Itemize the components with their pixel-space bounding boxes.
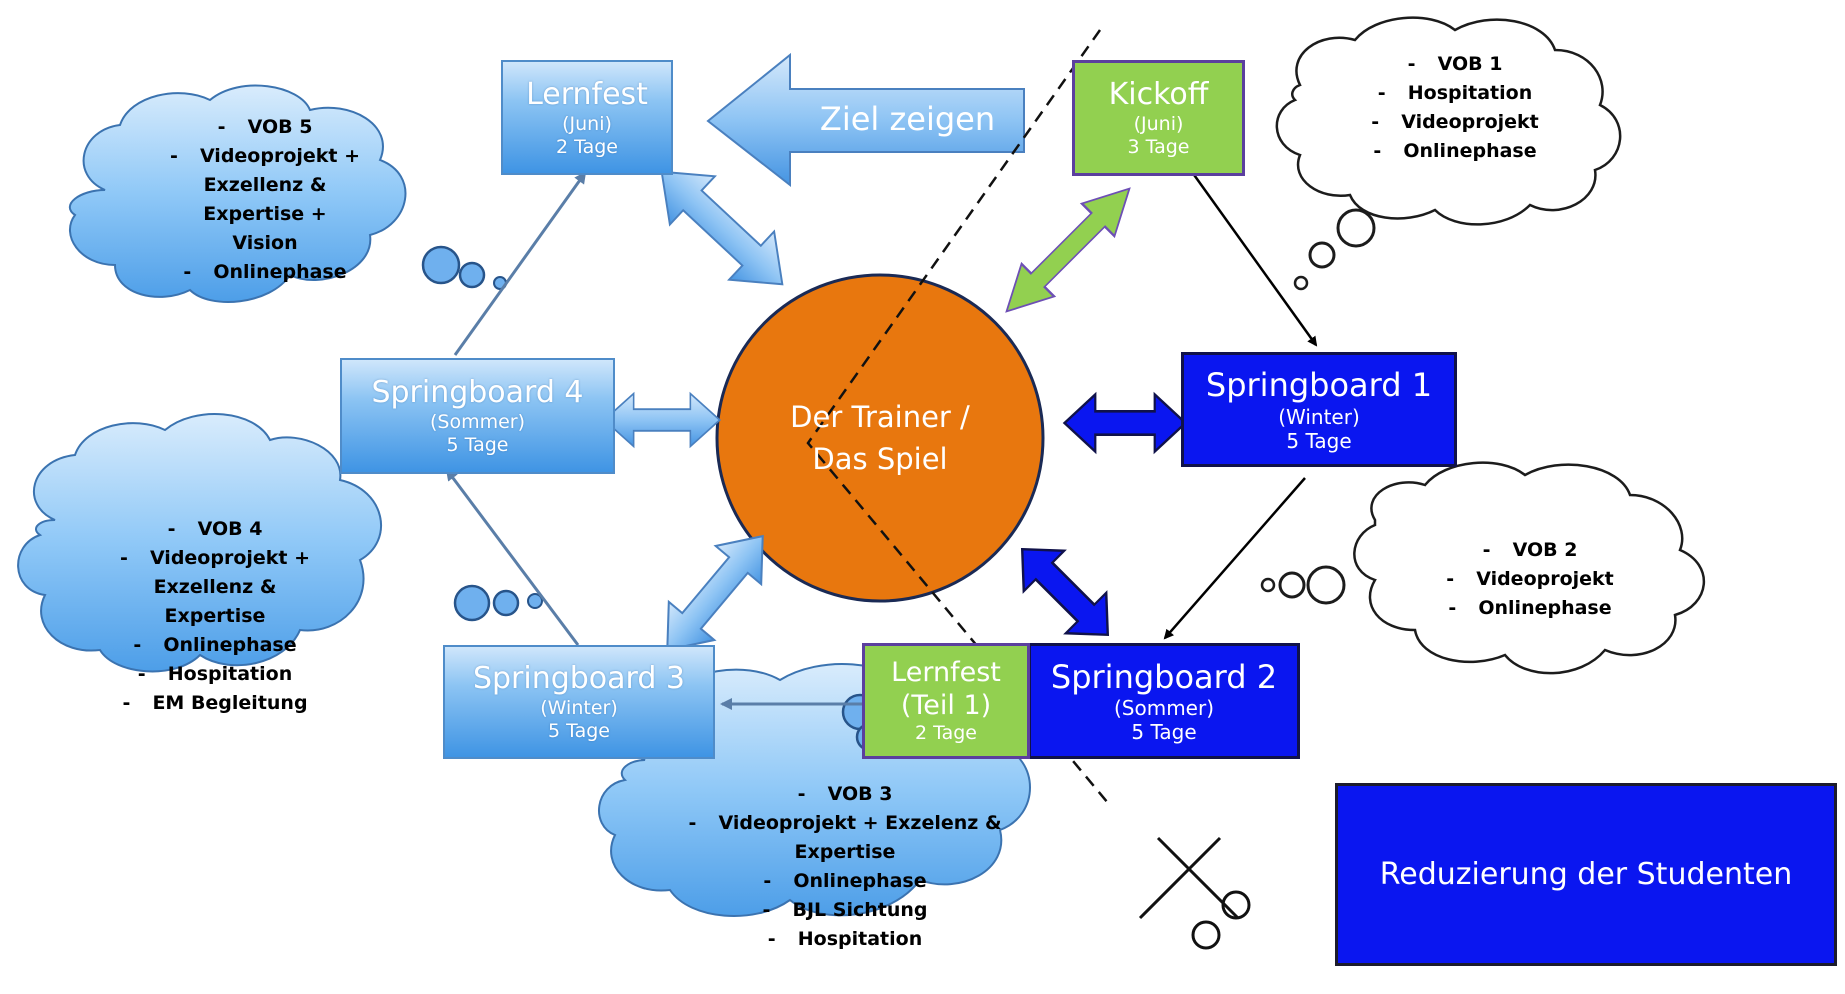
double-arrow-springboard4 xyxy=(602,391,722,449)
node-kickoff-season: (Juni) xyxy=(1133,113,1184,136)
node-springboard-1-title: Springboard 1 xyxy=(1205,366,1433,405)
vob1-item: VOB 1 xyxy=(1437,53,1503,75)
arrow-sb1-to-sb2 xyxy=(1163,477,1306,640)
node-lernfest: Lernfest (Juni) 2 Tage xyxy=(501,60,673,175)
cloud-vob1-text: -VOB 1 -Hospitation -Videoprojekt -Onlin… xyxy=(1330,50,1580,166)
node-lernfest-teil-1-title: Lernfest xyxy=(891,657,1001,689)
node-kickoff: Kickoff (Juni) 3 Tage xyxy=(1072,60,1245,176)
vob2-item: Onlinephase xyxy=(1478,597,1612,619)
node-lernfest-teil-1: Lernfest (Teil 1) 2 Tage xyxy=(862,643,1030,759)
node-lernfest-teil-1-part: (Teil 1) xyxy=(900,689,992,721)
center-label: Der Trainer / Das Spiel xyxy=(760,396,1000,480)
double-arrow-springboard1 xyxy=(1062,391,1188,455)
node-springboard-1-season: (Winter) xyxy=(1278,404,1360,429)
vob4-item: Expertise xyxy=(164,605,266,627)
vob3-item: Hospitation xyxy=(797,928,923,950)
double-arrow-springboard2 xyxy=(1020,547,1110,637)
center-circle xyxy=(715,273,1045,603)
vob4-item: VOB 4 xyxy=(197,518,263,540)
vob3-item: Expertise xyxy=(794,841,896,863)
node-lernfest-title: Lernfest xyxy=(526,76,648,112)
arrow-sb3-to-sb4 xyxy=(445,468,580,646)
vob4-item: Onlinephase xyxy=(163,634,297,656)
node-springboard-4: Springboard 4 (Sommer) 5 Tage xyxy=(340,358,615,474)
vob4-item: Hospitation xyxy=(167,663,293,685)
node-springboard-1-duration: 5 Tage xyxy=(1286,428,1352,453)
vob3-item: BJL Sichtung xyxy=(792,899,928,921)
cloud-vob1 xyxy=(1275,16,1622,291)
vob4-item: Videoprojekt + xyxy=(149,547,311,569)
vob5-item: Expertise + xyxy=(203,203,327,225)
vob4-item: EM Begleitung xyxy=(152,692,308,714)
vob2-item: VOB 2 xyxy=(1512,539,1578,561)
cloud-vob5-text: -VOB 5 -Videoprojekt + Exzellenz & Exper… xyxy=(120,113,410,287)
node-springboard-4-duration: 5 Tage xyxy=(446,434,509,456)
center-label-line1: Der Trainer / xyxy=(790,400,970,434)
node-kickoff-title: Kickoff xyxy=(1108,77,1209,113)
vob1-item: Hospitation xyxy=(1407,82,1533,104)
vob5-item: Videoprojekt + xyxy=(199,145,361,167)
node-springboard-3: Springboard 3 (Winter) 5 Tage xyxy=(443,645,715,759)
vob1-item: Videoprojekt xyxy=(1401,111,1539,133)
vob1-item: Onlinephase xyxy=(1403,140,1537,162)
double-arrow-springboard3 xyxy=(666,534,764,652)
reduction-label: Reduzierung der Studenten xyxy=(1379,857,1793,892)
center-label-line2: Das Spiel xyxy=(812,442,948,476)
node-springboard-4-season: (Sommer) xyxy=(429,411,526,434)
vob5-item: Vision xyxy=(232,232,298,254)
dashed-cut-line xyxy=(806,29,1109,804)
vob3-item: VOB 3 xyxy=(827,783,893,805)
vob2-item: Videoprojekt xyxy=(1476,568,1614,590)
node-springboard-3-duration: 5 Tage xyxy=(548,720,610,742)
node-springboard-1: Springboard 1 (Winter) 5 Tage xyxy=(1181,352,1457,467)
vob5-item: Onlinephase xyxy=(213,261,347,283)
cloud-vob4-text: -VOB 4 -Videoprojekt + Exzellenz & Exper… xyxy=(80,515,350,718)
double-arrow-lernfest xyxy=(660,170,784,286)
cloud-vob2-text: -VOB 2 -Videoprojekt -Onlinephase xyxy=(1405,536,1655,623)
reduction-box: Reduzierung der Studenten xyxy=(1335,783,1837,966)
arrow-kickoff-to-sb1 xyxy=(1190,171,1318,347)
arrow-sb4-to-lernfest xyxy=(453,171,587,356)
node-lernfest-teil-1-duration: 2 Tage xyxy=(915,721,977,744)
node-springboard-2-duration: 5 Tage xyxy=(1131,720,1197,745)
node-springboard-2-title: Springboard 2 xyxy=(1050,657,1278,696)
node-springboard-3-season: (Winter) xyxy=(540,697,618,720)
node-springboard-2-season: (Sommer) xyxy=(1113,696,1215,721)
node-springboard-3-title: Springboard 3 xyxy=(472,661,686,697)
ziel-zeigen-label: Ziel zeigen xyxy=(819,100,996,138)
vob3-item: Videoprojekt + Exzelenz & xyxy=(718,812,1002,834)
cloud-vob5 xyxy=(68,84,507,303)
node-kickoff-duration: 3 Tage xyxy=(1127,136,1190,158)
scissors-icon xyxy=(1138,836,1251,950)
vob4-item: Exzellenz & xyxy=(153,576,277,598)
node-lernfest-season: (Juni) xyxy=(562,112,612,135)
node-springboard-4-title: Springboard 4 xyxy=(371,375,584,411)
vob5-item: Exzellenz & xyxy=(203,174,327,196)
node-springboard-2: Springboard 2 (Sommer) 5 Tage xyxy=(1028,643,1300,759)
vob5-item: VOB 5 xyxy=(247,116,313,138)
cloud-vob3-text: -VOB 3 -Videoprojekt + Exzelenz & Expert… xyxy=(680,780,1010,954)
vob3-item: Onlinephase xyxy=(793,870,927,892)
cloud-vob2 xyxy=(1260,461,1706,675)
double-arrow-kickoff xyxy=(1005,187,1131,313)
node-lernfest-duration: 2 Tage xyxy=(556,135,618,158)
ziel-zeigen-arrow xyxy=(706,52,1025,188)
cloud-vob4 xyxy=(17,413,543,673)
